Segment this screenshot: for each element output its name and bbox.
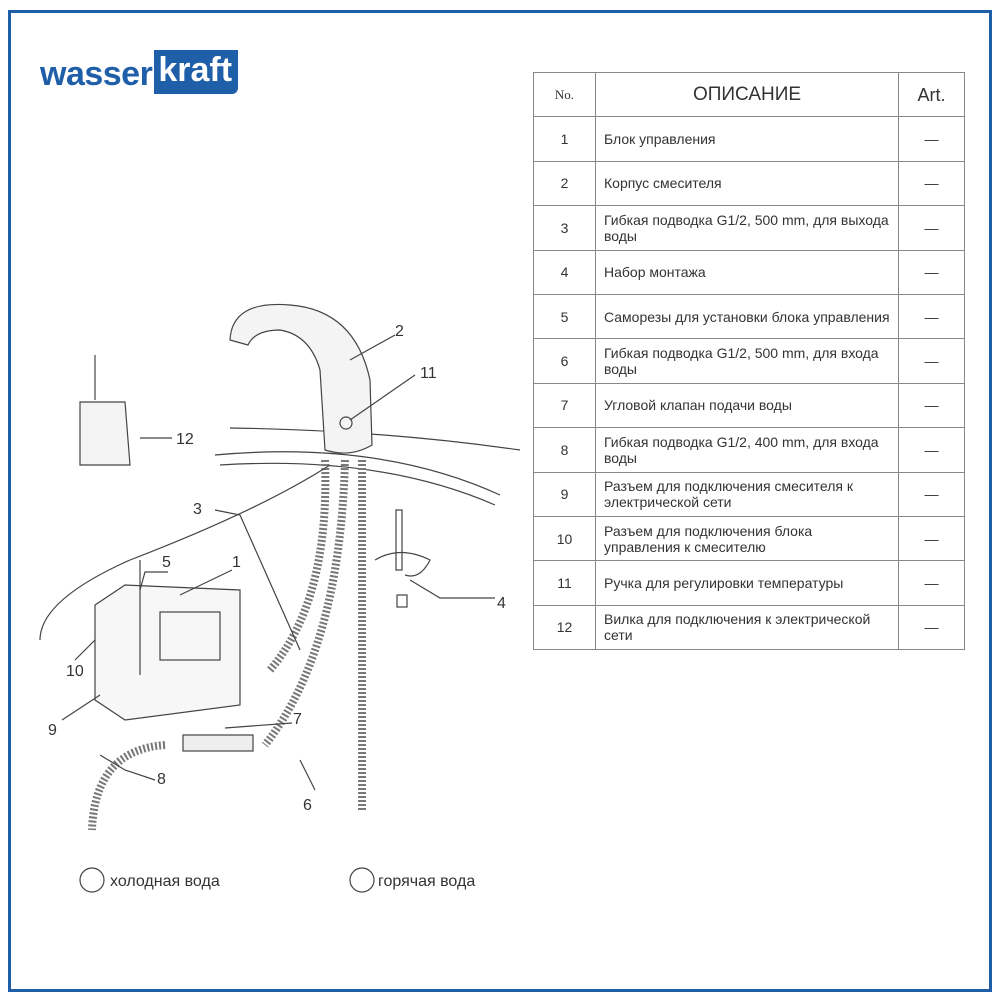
row-art: — — [898, 205, 965, 251]
callout-4: 4 — [497, 595, 506, 612]
leader-6 — [299, 759, 316, 791]
callout-5: 5 — [162, 554, 171, 571]
row-number: 3 — [533, 205, 596, 251]
hose-inlet-hot — [261, 459, 349, 748]
hot-water-label: горячая вода — [378, 873, 475, 890]
leader-2 — [349, 334, 396, 361]
row-description: Угловой клапан подачи воды — [595, 382, 899, 429]
header-art: Art. — [898, 71, 965, 118]
brand-logo-box: kraft — [154, 50, 239, 94]
row-description: Набор монтажа — [595, 249, 899, 295]
row-art: — — [898, 604, 965, 651]
row-number: 8 — [533, 427, 596, 473]
hose-short — [88, 741, 166, 831]
leader-10 — [74, 639, 96, 661]
callout-12: 12 — [176, 431, 194, 448]
row-art: — — [898, 249, 965, 295]
angle-valve — [182, 734, 254, 752]
temperature-handle — [339, 416, 353, 430]
row-description: Гибкая подводка G1/2, 500 mm, для входа … — [595, 338, 899, 384]
row-art: — — [898, 116, 965, 162]
cable — [39, 464, 331, 641]
callout-3: 3 — [193, 501, 202, 518]
callout-8: 8 — [157, 771, 166, 788]
row-description: Саморезы для установки блока управления — [595, 293, 899, 340]
cold-water-outlet — [79, 867, 105, 893]
mounting-rod — [395, 509, 403, 571]
callout-2: 2 — [395, 323, 404, 340]
mounting-bracket — [374, 551, 431, 577]
leader-11 — [349, 374, 416, 421]
row-description: Ручка для регулировки температуры — [595, 560, 899, 606]
hot-water-outlet — [349, 867, 375, 893]
page-frame — [8, 10, 992, 992]
hose-outlet — [266, 459, 330, 673]
row-description: Вилка для подключения к электрической се… — [595, 604, 899, 651]
callout-9: 9 — [48, 722, 57, 739]
faucet-body — [229, 303, 373, 454]
leader-8 — [99, 754, 156, 781]
callout-7: 7 — [293, 711, 302, 728]
callout-11: 11 — [420, 365, 437, 382]
leader-4 — [409, 579, 495, 599]
row-art: — — [898, 382, 965, 429]
row-description: Корпус смесителя — [595, 160, 899, 207]
row-art: — — [898, 338, 965, 384]
leader-9 — [61, 694, 101, 721]
power-plug — [79, 401, 131, 466]
callout-6: 6 — [303, 797, 312, 814]
row-number: 4 — [533, 249, 596, 295]
row-description: Гибкая подводка G1/2, 500 mm, для выхода… — [595, 205, 899, 251]
row-description: Разъем для подключения блока управления … — [595, 515, 899, 562]
row-number: 2 — [533, 160, 596, 207]
brand-logo-text: wasser — [40, 55, 153, 93]
row-number: 6 — [533, 338, 596, 384]
row-description: Разъем для подключения смесителя к элект… — [595, 471, 899, 517]
cold-water-label: холодная вода — [110, 873, 220, 890]
countertop-line — [229, 427, 521, 451]
row-number: 9 — [533, 471, 596, 517]
row-art: — — [898, 160, 965, 207]
leader-3 — [214, 509, 301, 651]
mounting-nut — [396, 594, 408, 608]
leader-7 — [224, 722, 293, 729]
leader-1 — [179, 569, 233, 596]
control-box-panel — [159, 611, 221, 661]
callout-1: 1 — [232, 554, 241, 571]
control-box — [94, 584, 241, 721]
countertop-edge — [214, 451, 501, 496]
row-description: Блок управления — [595, 116, 899, 162]
row-description: Гибкая подводка G1/2, 400 mm, для входа … — [595, 427, 899, 473]
header-description: ОПИСАНИЕ — [595, 71, 899, 118]
callout-10: 10 — [66, 663, 84, 680]
countertop-edge-lower — [219, 462, 496, 506]
row-art: — — [898, 560, 965, 606]
leader-5 — [139, 571, 168, 591]
row-art: — — [898, 471, 965, 517]
